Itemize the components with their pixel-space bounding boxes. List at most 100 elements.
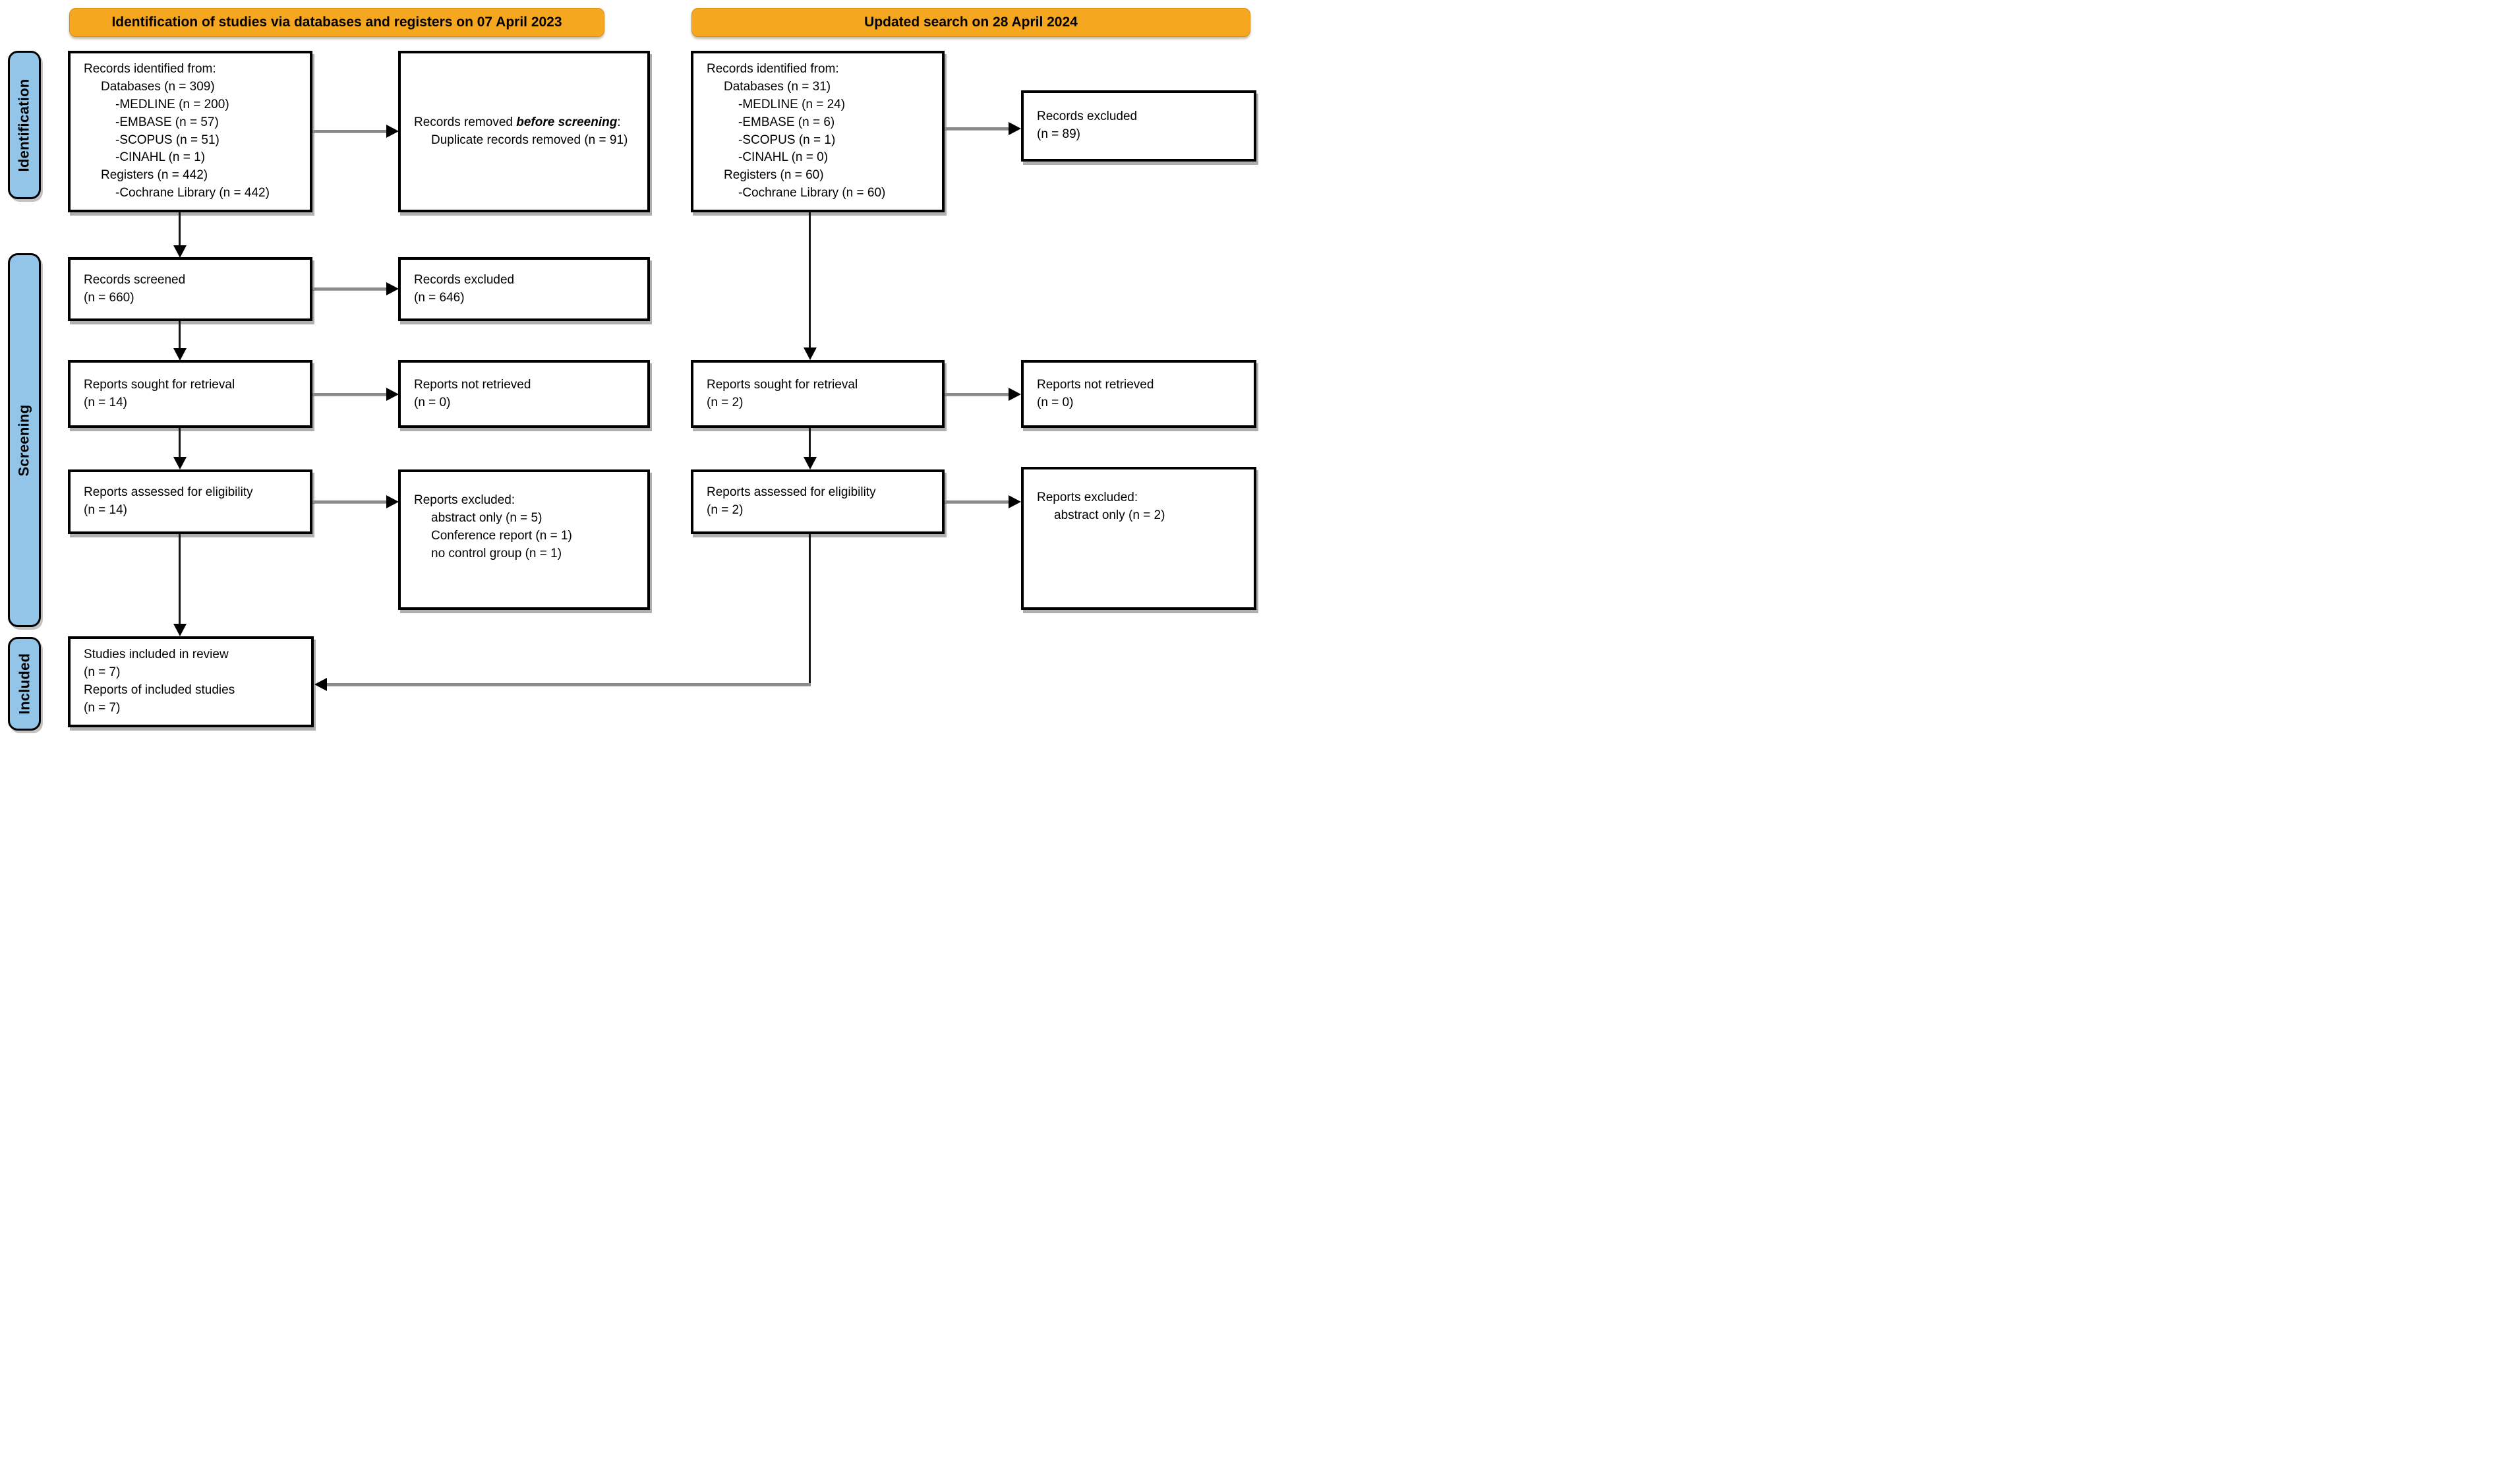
box-line: Records removed before screening: (414, 115, 621, 129)
box-line: Reports not retrieved (1037, 377, 1154, 392)
box-line: Records screened (84, 272, 186, 287)
connector-line (312, 500, 386, 503)
box-line: Reports excluded: (1037, 491, 1138, 504)
connector-line (945, 500, 1009, 503)
stage-screening: Screening (8, 253, 41, 627)
box-line: -Cochrane Library (n = 60) (738, 186, 886, 200)
banner-left-label: Identification of studies via databases … (111, 15, 562, 30)
reports-excluded-2023-box: Reports excluded: abstract only (n = 5) … (398, 469, 650, 610)
arrow-right-icon (386, 282, 399, 295)
connector-line (809, 428, 811, 458)
arrow-down-icon (173, 245, 187, 258)
box-line: abstract only (n = 5) (431, 510, 542, 525)
box-line: (n = 14) (84, 395, 128, 409)
stage-included: Included (8, 637, 41, 731)
records-excluded-89-box: Records excluded (n = 89) (1021, 90, 1256, 162)
box-line: Databases (n = 31) (724, 79, 831, 94)
box-line: Reports assessed for eligibility (707, 485, 876, 500)
box-line: (n = 14) (84, 503, 128, 517)
box-line: -SCOPUS (n = 1) (738, 133, 836, 147)
box-line: -Cochrane Library (n = 442) (115, 186, 270, 200)
connector-line (179, 428, 181, 458)
box-line: -MEDLINE (n = 24) (738, 97, 846, 111)
records-screened-box: Records screened (n = 660) (68, 257, 312, 321)
arrow-right-icon (386, 495, 399, 508)
connector-line (326, 683, 811, 686)
box-line: -CINAHL (n = 1) (115, 150, 206, 165)
stage-screening-label: Screening (16, 404, 33, 477)
box-line: -EMBASE (n = 6) (738, 115, 835, 129)
box-line: Reports assessed for eligibility (84, 485, 253, 500)
studies-included-box: Studies included in review (n = 7) Repor… (68, 636, 314, 727)
box-line: -SCOPUS (n = 51) (115, 133, 220, 147)
box-line: Databases (n = 309) (101, 79, 215, 94)
box-line: Conference report (n = 1) (431, 528, 572, 543)
connector-line (179, 321, 181, 349)
box-line: Reports sought for retrieval (84, 377, 235, 392)
arrow-down-icon (804, 457, 817, 469)
box-line: Records excluded (1037, 109, 1138, 124)
box-line: (n = 0) (1037, 395, 1074, 409)
arrow-right-icon (1009, 388, 1021, 401)
reports-not-retrieved-2024-box: Reports not retrieved (n = 0) (1021, 360, 1256, 428)
arrow-down-icon (173, 348, 187, 361)
arrow-left-icon (314, 678, 327, 691)
connector-line (809, 212, 811, 348)
connector-line (179, 534, 181, 624)
box-line: Duplicate records removed (n = 91) (431, 133, 628, 147)
box-line: Reports excluded: (414, 493, 515, 507)
records-identified-2024-box: Records identified from: Databases (n = … (691, 51, 945, 212)
box-line: (n = 646) (414, 290, 465, 305)
box-line: Records identified from: (707, 61, 839, 76)
prisma-flow-diagram: Identification of studies via databases … (0, 0, 1260, 738)
connector-line (179, 212, 181, 247)
box-line: Studies included in review (84, 648, 229, 662)
box-line: Registers (n = 60) (724, 168, 824, 183)
records-excluded-646-box: Records excluded (n = 646) (398, 257, 650, 321)
connector-line (809, 534, 811, 684)
box-line: (n = 7) (84, 700, 121, 715)
arrow-right-icon (1009, 495, 1021, 508)
box-line: abstract only (n = 2) (1054, 508, 1165, 522)
banner-updated-search-2024: Updated search on 28 April 2024 (691, 8, 1250, 37)
box-line: -EMBASE (n = 57) (115, 115, 219, 129)
box-line: no control group (n = 1) (431, 546, 562, 560)
connector-line (945, 393, 1009, 396)
reports-sought-2023-box: Reports sought for retrieval (n = 14) (68, 360, 312, 428)
connector-line (312, 287, 386, 290)
records-identified-2023-box: Records identified from: Databases (n = … (68, 51, 312, 212)
box-line: (n = 2) (707, 503, 744, 517)
box-line: Records excluded (414, 272, 515, 287)
reports-excluded-2024-box: Reports excluded: abstract only (n = 2) (1021, 467, 1256, 610)
box-line: (n = 89) (1037, 127, 1081, 141)
records-removed-before-screening-box: Records removed before screening: Duplic… (398, 51, 650, 212)
box-line: -CINAHL (n = 0) (738, 150, 829, 165)
box-line: (n = 7) (84, 665, 121, 680)
box-line: Registers (n = 442) (101, 168, 208, 183)
stage-identification-label: Identification (16, 78, 32, 172)
arrow-down-icon (173, 624, 187, 636)
stage-included-label: Included (16, 653, 33, 715)
reports-sought-2024-box: Reports sought for retrieval (n = 2) (691, 360, 945, 428)
connector-line (312, 393, 386, 396)
box-line: (n = 660) (84, 290, 134, 305)
reports-not-retrieved-2023-box: Reports not retrieved (n = 0) (398, 360, 650, 428)
arrow-right-icon (386, 388, 399, 401)
stage-identification: Identification (8, 51, 41, 199)
arrow-down-icon (804, 347, 817, 360)
box-line: (n = 2) (707, 395, 744, 409)
box-line: -MEDLINE (n = 200) (115, 97, 229, 111)
box-line: Records identified from: (84, 61, 216, 76)
arrow-right-icon (1009, 122, 1021, 135)
box-line: Reports sought for retrieval (707, 377, 858, 392)
banner-right-label: Updated search on 28 April 2024 (864, 15, 1078, 30)
reports-assessed-2024-box: Reports assessed for eligibility (n = 2) (691, 469, 945, 534)
connector-line (945, 127, 1009, 130)
arrow-down-icon (173, 457, 187, 469)
arrow-right-icon (386, 125, 399, 138)
reports-assessed-2023-box: Reports assessed for eligibility (n = 14… (68, 469, 312, 534)
box-line: Reports not retrieved (414, 377, 531, 392)
connector-line (312, 130, 386, 133)
banner-databases-registers-2023: Identification of studies via databases … (69, 8, 604, 37)
box-line: Reports of included studies (84, 683, 235, 697)
